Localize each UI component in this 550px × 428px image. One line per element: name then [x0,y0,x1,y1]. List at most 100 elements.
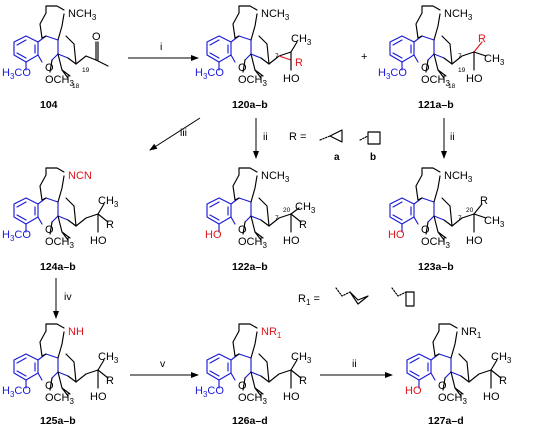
svg-text:HO: HO [388,229,405,241]
svg-text:HO: HO [483,391,500,403]
plus-sign: + [361,51,367,63]
svg-text:R: R [295,57,303,69]
svg-text:OCH3: OCH3 [238,236,267,250]
svg-text:O: O [438,380,447,392]
svg-text:HO: HO [90,391,107,403]
svg-text:20: 20 [466,207,474,214]
svg-text:H3CO: H3CO [2,67,31,81]
step-ii-c-label: ii [352,358,357,370]
svg-text:OCH3: OCH3 [238,392,267,406]
step-iv-label: iv [64,291,72,303]
compound-124-label: 124a–b [40,261,76,273]
svg-text:CH3: CH3 [98,195,119,209]
compound-127-label: 127a–d [428,415,464,427]
svg-text:OCH3: OCH3 [238,74,267,88]
svg-text:CH3: CH3 [291,33,312,47]
svg-text:HO: HO [283,235,300,247]
step-iii-label: iii [180,127,187,139]
arrow-step-iii [149,117,201,151]
svg-text:18: 18 [72,83,80,90]
svg-text:NCN: NCN [68,170,92,182]
svg-text:O: O [238,224,247,236]
svg-text:b: b [370,152,376,163]
svg-text:OCH3: OCH3 [438,392,467,406]
compound-125-label: 125a–b [40,415,76,427]
step-ii-a-label: ii [263,131,268,143]
svg-text:7: 7 [275,215,279,222]
compound-122-structure: NCH3 HO O OCH3 CH3 R HO 7 20 [205,167,316,250]
svg-text:R: R [480,195,488,207]
svg-text:19: 19 [82,67,90,74]
compound-123-structure: NCH3 HO O OCH3 R CH3 HO 7 20 [388,167,505,250]
svg-text:H3CO: H3CO [2,385,31,399]
svg-text:NH: NH [68,326,84,338]
svg-text:HO: HO [283,73,300,85]
svg-text:CH3: CH3 [295,201,316,215]
svg-text:NCH3: NCH3 [261,8,290,22]
compound-126-structure: NR1 H3CO O OCH3 CH3 R HO [195,323,312,406]
r1-group-definition: R1 = [298,287,415,307]
svg-text:NR1: NR1 [461,326,482,340]
compound-121-structure: NCH3 H3CO O OCH3 R CH3 HO 7 19 18 [378,5,505,90]
svg-text:NCH3: NCH3 [444,170,473,184]
svg-text:H3CO: H3CO [378,67,407,81]
svg-text:R1 =: R1 = [298,293,320,307]
svg-text:O: O [238,62,247,74]
step-i-label: i [160,41,162,53]
svg-text:CH3: CH3 [491,351,512,365]
svg-text:CH3: CH3 [98,351,119,365]
compound-121-label: 121a–b [418,99,454,111]
svg-text:OCH3: OCH3 [421,74,450,88]
svg-text:R: R [499,375,507,387]
svg-text:OCH3: OCH3 [421,236,450,250]
compound-123-label: 123a–b [418,261,454,273]
svg-text:O: O [238,380,247,392]
svg-text:OCH3: OCH3 [45,392,74,406]
svg-text:CH3: CH3 [484,53,505,67]
step-ii-b-label: ii [450,131,455,143]
svg-text:R: R [106,375,114,387]
svg-text:CH3: CH3 [291,351,312,365]
compound-104-structure: NCH3 H3CO O OCH3 O 19 18 [2,5,109,90]
svg-text:OCH3: OCH3 [45,74,74,88]
svg-text:7: 7 [458,53,462,60]
svg-text:20: 20 [283,207,291,214]
compound-104-label: 104 [40,99,58,111]
svg-text:CH3: CH3 [484,215,505,229]
svg-text:R: R [478,33,486,45]
svg-text:7: 7 [458,215,462,222]
svg-text:O: O [421,224,430,236]
svg-text:a: a [334,152,340,163]
svg-text:NCH3: NCH3 [261,170,290,184]
compound-125-structure: NH H3CO O OCH3 CH3 R HO [2,323,119,406]
svg-text:O: O [45,224,54,236]
svg-text:OCH3: OCH3 [45,236,74,250]
compound-122-label: 122a–b [232,261,268,273]
svg-text:R: R [299,375,307,387]
svg-text:HO: HO [466,235,483,247]
r-group-definition: R = a b [289,129,381,163]
compound-124-structure: NCN H3CO O OCH3 CH3 R HO [2,167,119,250]
svg-text:18: 18 [448,83,456,90]
svg-text:NCH3: NCH3 [68,8,97,22]
svg-text:O: O [421,62,430,74]
svg-text:R =: R = [289,131,306,143]
svg-text:HO: HO [405,385,422,397]
svg-text:O: O [45,62,54,74]
svg-text:R: R [299,219,307,231]
svg-text:HO: HO [283,391,300,403]
svg-text:HO: HO [90,235,107,247]
step-v-label: v [160,358,166,370]
svg-text:O: O [92,31,101,43]
svg-text:NR1: NR1 [261,326,282,340]
svg-text:7: 7 [275,53,279,60]
svg-text:R: R [106,219,114,231]
svg-text:NCH3: NCH3 [444,8,473,22]
compound-120-structure: NCH3 H3CO O OCH3 CH3 R HO 7 [195,5,312,88]
svg-text:19: 19 [458,67,466,74]
svg-text:H3CO: H3CO [195,385,224,399]
svg-text:HO: HO [466,73,483,85]
svg-text:H3CO: H3CO [2,229,31,243]
